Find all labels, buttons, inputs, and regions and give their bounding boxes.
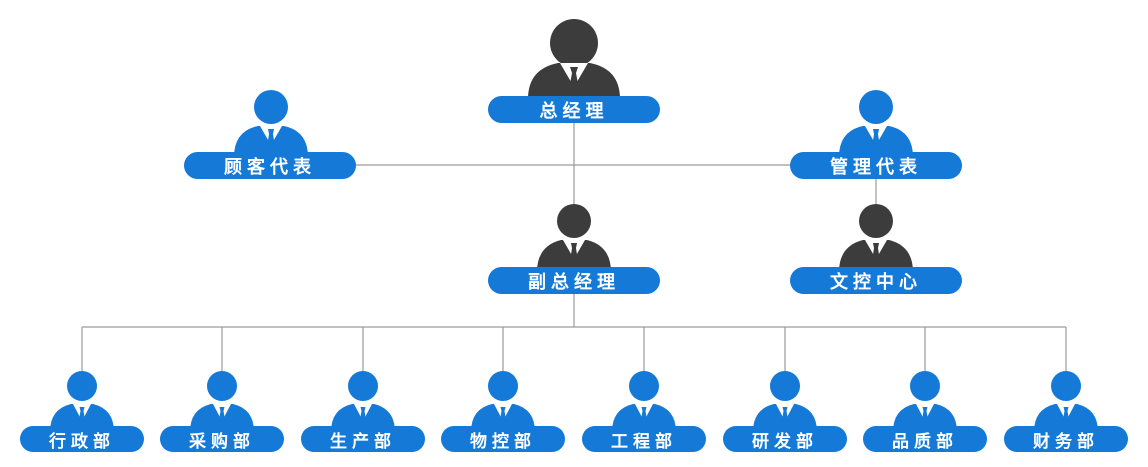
node-department-material-control: 物控部: [441, 368, 565, 452]
node-department-rnd: 研发部: [723, 368, 847, 452]
person-in-suit-icon: [50, 371, 114, 432]
node-label: 研发部: [723, 426, 847, 452]
node-department-finance: 财务部: [1004, 368, 1128, 452]
node-label: 采购部: [160, 426, 284, 452]
person-in-suit-icon: [1034, 371, 1098, 432]
node-label: 物控部: [441, 426, 565, 452]
node-deputy-gm: 副总经理: [488, 202, 660, 294]
person-in-suit-icon: [234, 90, 308, 157]
node-department-admin: 行政部: [20, 368, 144, 452]
node-label: 管理代表: [790, 152, 962, 179]
node-label: 文控中心: [790, 267, 962, 294]
person-in-suit-icon: [839, 204, 913, 272]
node-management-rep: 管理代表: [790, 87, 962, 179]
node-label: 行政部: [20, 426, 144, 452]
node-department-engineering: 工程部: [582, 368, 706, 452]
node-label: 工程部: [582, 426, 706, 452]
person-in-suit-icon: [839, 90, 913, 157]
person-in-suit-icon: [893, 371, 957, 432]
node-label: 生产部: [301, 426, 425, 452]
node-label: 副总经理: [488, 267, 660, 294]
person-in-suit-icon: [190, 371, 254, 432]
node-doc-control: 文控中心: [790, 202, 962, 294]
person-in-suit-icon: [528, 19, 620, 99]
node-department-quality: 品质部: [863, 368, 987, 452]
node-label: 顾客代表: [184, 152, 356, 179]
person-in-suit-icon: [331, 371, 395, 432]
node-department-purchasing: 采购部: [160, 368, 284, 452]
node-label: 财务部: [1004, 426, 1128, 452]
node-customer-rep: 顾客代表: [184, 87, 356, 179]
person-in-suit-icon: [537, 204, 611, 272]
person-in-suit-icon: [753, 371, 817, 432]
node-label: 总经理: [488, 96, 660, 123]
node-general-manager: 总经理: [488, 15, 660, 123]
person-in-suit-icon: [471, 371, 535, 432]
person-in-suit-icon: [612, 371, 676, 432]
node-department-production: 生产部: [301, 368, 425, 452]
node-label: 品质部: [863, 426, 987, 452]
